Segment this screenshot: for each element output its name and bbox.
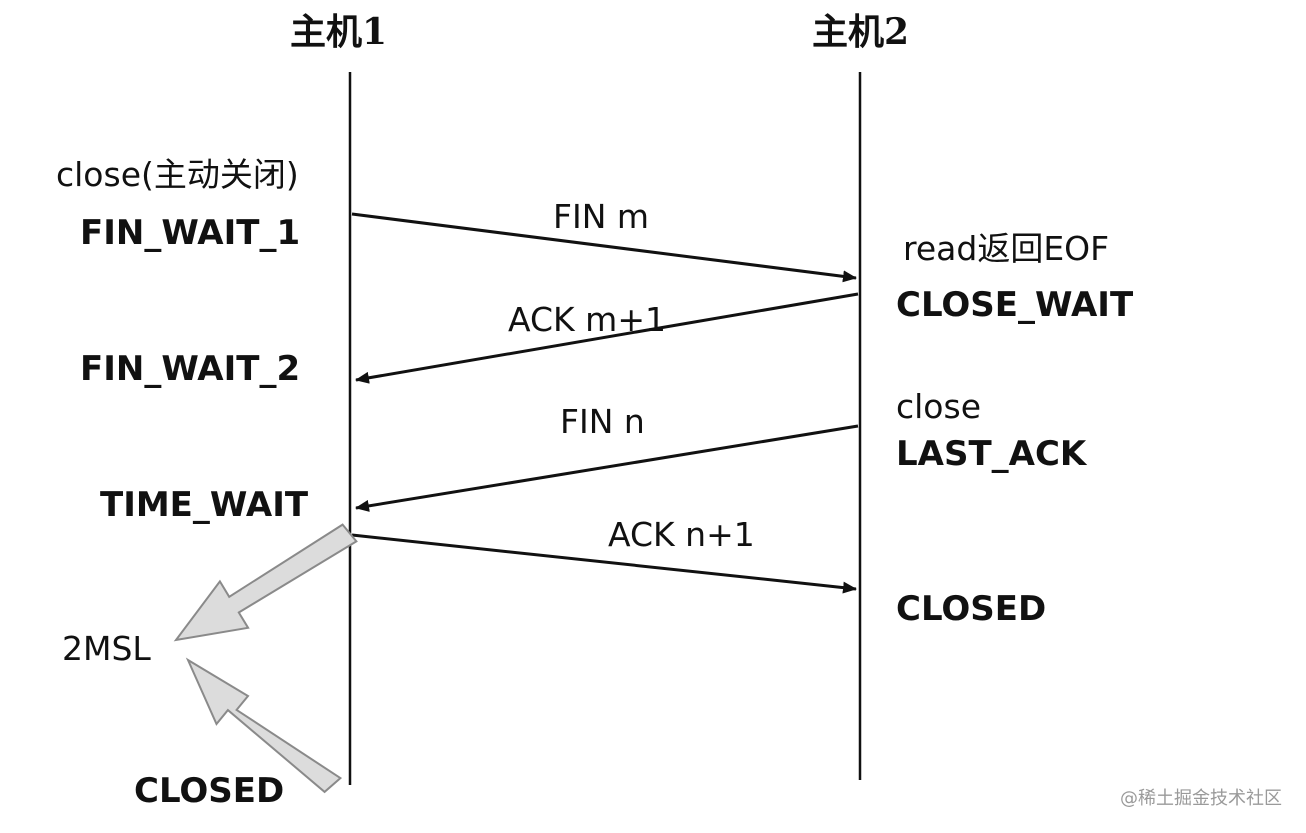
state-close-wait: CLOSE_WAIT [896,285,1134,325]
close-label-host2: close [896,387,981,426]
host2-title: 主机2 [812,11,910,53]
msg-fin-m-label: FIN m [553,197,650,236]
msg-ack-m1-label: ACK m+1 [508,300,666,339]
state-fin-wait-2: FIN_WAIT_2 [80,349,301,389]
fin-m-arrow [351,212,857,283]
state-time-wait: TIME_WAIT [100,485,309,525]
state-last-ack: LAST_ACK [896,434,1087,474]
host1-title: 主机1 [290,11,388,53]
msg-ack-n1-label: ACK n+1 [608,515,755,554]
2msl-label: 2MSL [62,629,151,668]
msg-fin-n-label: FIN n [560,402,645,441]
state-closed-host2: CLOSED [896,589,1047,629]
ack-n1-arrow [351,533,857,594]
watermark: @稀土掘金技术社区 [1120,788,1282,809]
read-eof-label: read返回EOF [903,229,1110,268]
fin-n-arrow [355,424,859,512]
state-closed-host1: CLOSED [134,771,285,811]
time-wait-to-2msl-arrow [173,523,358,642]
close-active-label: close(主动关闭) [56,155,299,194]
state-fin-wait-1: FIN_WAIT_1 [80,213,301,253]
ack-m1-arrow [355,292,859,384]
closed-to-2msl-arrow [185,657,343,794]
